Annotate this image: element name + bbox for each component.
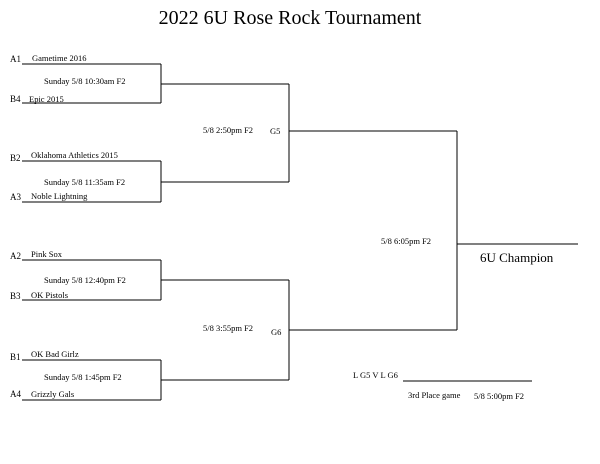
g1-bottom-seed: B4 bbox=[10, 94, 21, 104]
final-time: 5/8 6:05pm F2 bbox=[381, 236, 431, 246]
g3-time: Sunday 5/8 12:40pm F2 bbox=[44, 275, 126, 285]
g2-top-team: Oklahoma Athletics 2015 bbox=[31, 150, 118, 160]
g5-time: 5/8 2:50pm F2 bbox=[203, 125, 253, 135]
g6-game-label: G6 bbox=[271, 327, 281, 337]
g3-top-seed: A2 bbox=[10, 251, 21, 261]
g1-top-team: Gametime 2016 bbox=[32, 53, 87, 63]
third-place-label: 3rd Place game bbox=[408, 390, 461, 400]
g4-bottom-seed: A4 bbox=[10, 389, 21, 399]
g4-top-seed: B1 bbox=[10, 352, 21, 362]
g6-time: 5/8 3:55pm F2 bbox=[203, 323, 253, 333]
g1-top-seed: A1 bbox=[10, 54, 21, 64]
g1-bottom-team: Epic 2015 bbox=[29, 94, 64, 104]
g1-time: Sunday 5/8 10:30am F2 bbox=[44, 76, 125, 86]
g3-top-team: Pink Sox bbox=[31, 249, 63, 259]
g4-top-team: OK Bad Girlz bbox=[31, 349, 79, 359]
g2-top-seed: B2 bbox=[10, 153, 21, 163]
g2-bottom-seed: A3 bbox=[10, 192, 21, 202]
g2-time: Sunday 5/8 11:35am F2 bbox=[44, 177, 125, 187]
g3-bottom-team: OK Pistols bbox=[31, 290, 68, 300]
page-title: 2022 6U Rose Rock Tournament bbox=[159, 7, 422, 29]
third-place-matchup: L G5 V L G6 bbox=[353, 370, 398, 380]
third-place-time: 5/8 5:00pm F2 bbox=[474, 391, 524, 401]
g4-bottom-team: Grizzly Gals bbox=[31, 389, 74, 399]
g4-time: Sunday 5/8 1:45pm F2 bbox=[44, 372, 122, 382]
champion-label: 6U Champion bbox=[480, 250, 554, 265]
g5-game-label: G5 bbox=[270, 126, 280, 136]
g2-bottom-team: Noble Lightning bbox=[31, 191, 88, 201]
g3-bottom-seed: B3 bbox=[10, 291, 21, 301]
